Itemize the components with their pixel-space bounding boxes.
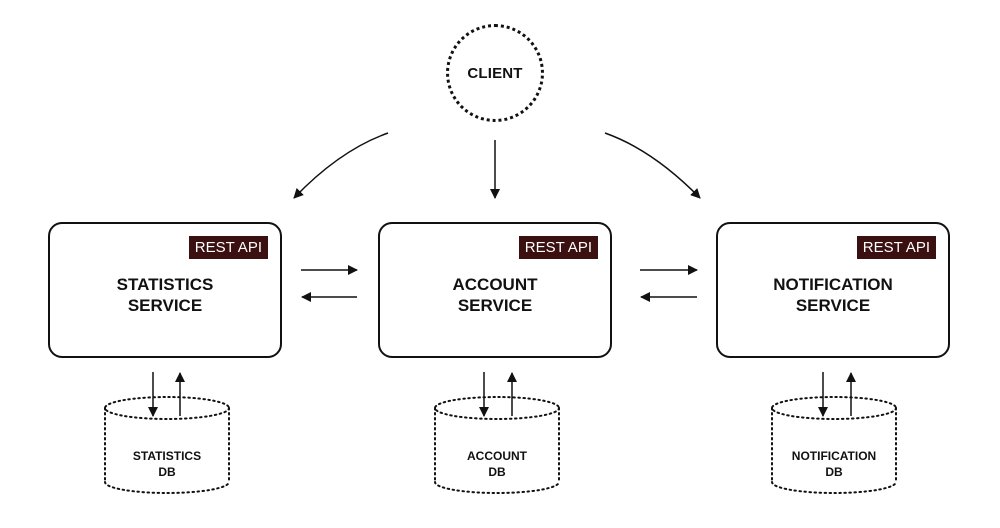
service-name-line1: ACCOUNT (452, 275, 538, 294)
service-name-line1: NOTIFICATION (773, 275, 893, 294)
client-label: CLIENT (467, 64, 523, 82)
client-to-notification-arrow (604, 132, 701, 199)
service-name-line1: STATISTICS (116, 275, 214, 294)
service-name-line2: SERVICE (127, 296, 203, 315)
db-name-line1: STATISTICS (132, 449, 202, 463)
client-node: CLIENT (446, 24, 544, 122)
service-name-line2: SERVICE (457, 296, 533, 315)
database-cylinder-icon (104, 396, 230, 494)
db-name: ACCOUNT DB (432, 448, 562, 480)
service-name-line2: SERVICE (795, 296, 871, 315)
db-name-line1: NOTIFICATION (791, 449, 877, 463)
rest-api-badge: REST API (188, 236, 268, 259)
db-name-line1: ACCOUNT (467, 449, 527, 463)
db-name: STATISTICS DB (102, 448, 232, 480)
notification-db: NOTIFICATION DB (769, 394, 899, 496)
database-cylinder-icon (771, 396, 897, 494)
service-name: ACCOUNT SERVICE (380, 274, 610, 316)
statistics-db: STATISTICS DB (102, 394, 232, 496)
database-cylinder-icon (434, 396, 560, 494)
rest-api-badge: REST API (856, 236, 936, 259)
account-service-box: REST API ACCOUNT SERVICE (378, 222, 612, 358)
db-name-line2: DB (825, 465, 843, 479)
statistics-service-box: REST API STATISTICS SERVICE (48, 222, 282, 358)
client-to-statistics-arrow (293, 132, 389, 199)
service-name: STATISTICS SERVICE (50, 274, 280, 316)
account-db: ACCOUNT DB (432, 394, 562, 496)
db-name-line2: DB (158, 465, 176, 479)
db-name-line2: DB (488, 465, 506, 479)
notification-service-box: REST API NOTIFICATION SERVICE (716, 222, 950, 358)
rest-api-badge: REST API (518, 236, 598, 259)
service-name: NOTIFICATION SERVICE (718, 274, 948, 316)
db-name: NOTIFICATION DB (769, 448, 899, 480)
